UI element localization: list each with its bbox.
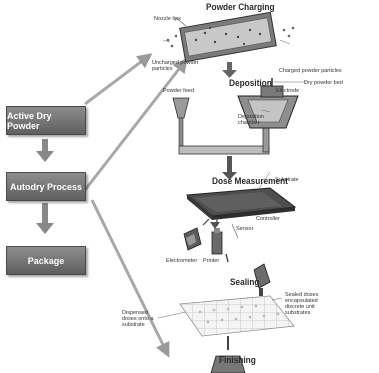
measurement-plate — [185, 187, 297, 220]
label-dispensed-doses: Dispensed doses onto a substrate — [122, 310, 154, 328]
deposition-apparatus — [172, 78, 306, 155]
step-package: Package — [6, 246, 86, 275]
step-autodry-process: Autodry Process — [6, 172, 86, 201]
label-uncharged-particles: Uncharged powder particles — [152, 60, 199, 72]
label-printer: Printer — [203, 258, 220, 264]
sealing-unit — [253, 263, 271, 296]
label-charged-particles: Charged powder particles — [279, 68, 342, 74]
finishing-unit — [210, 336, 246, 373]
charging-tube — [166, 11, 295, 63]
stage-finishing: Finishing — [219, 355, 256, 365]
stage-charging: Powder Charging — [206, 2, 275, 12]
flow-arrow-down-1 — [222, 62, 237, 78]
label-nozzle-tips: Nozzle tips — [154, 16, 181, 22]
stage-deposition: Deposition — [229, 78, 272, 88]
label-sensor: Sensor — [236, 226, 254, 232]
leader-lines — [157, 39, 291, 319]
label-dry-powder-bed: Dry powder bed — [304, 80, 343, 86]
substrate-grid — [179, 295, 295, 337]
step-label: Active Dry Powder — [7, 110, 52, 131]
sensor-unit — [183, 218, 239, 263]
step-label: Autodry Process — [9, 181, 83, 192]
step-label: Package — [27, 255, 65, 266]
label-electrode: Electrode — [276, 88, 300, 94]
label-deposition-chamber: Deposition chamber — [238, 114, 264, 126]
stage-measurement: Dose Measurement — [212, 176, 288, 186]
flow-arrow-down-2 — [222, 156, 237, 180]
label-sealed-doses: Sealed doses encapsulated discrete unit … — [285, 292, 319, 316]
label-electrometer: Electrometer — [166, 258, 198, 264]
label-substrate: Substrate — [275, 177, 299, 183]
connector-arrows — [83, 53, 188, 358]
stage-sealing: Sealing — [230, 277, 260, 287]
step-active-dry-powder: Active Dry Powder — [6, 106, 86, 135]
label-controller: Controller — [256, 216, 280, 222]
step-arrows — [36, 139, 54, 234]
label-powder-feed: Powder feed — [163, 88, 194, 94]
